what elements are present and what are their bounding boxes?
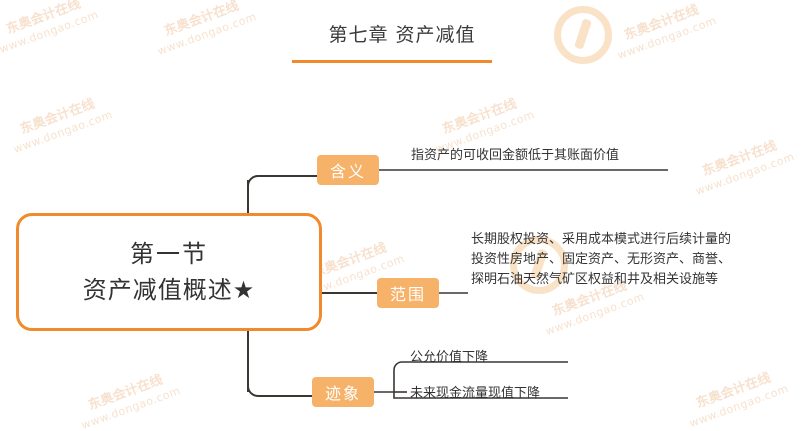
watermark-brand-cn: 东奥会计在线 bbox=[440, 96, 519, 138]
watermark-brand-cn: 东奥会计在线 bbox=[86, 372, 165, 414]
watermark-text: 东奥会计在线 www.dongao.com bbox=[74, 367, 183, 431]
watermark-text: 东奥会计在线 www.dongao.com bbox=[682, 365, 791, 431]
watermark-brand-en: www.dongao.com bbox=[11, 107, 115, 156]
branch-label-indication[interactable]: 迹象 bbox=[312, 377, 374, 407]
branch-label-meaning[interactable]: 含义 bbox=[317, 155, 379, 185]
branch-label-scope[interactable]: 范围 bbox=[377, 278, 439, 308]
page-title: 第七章 资产减值 bbox=[328, 24, 476, 46]
watermark-brand-cn: 东奥会计在线 bbox=[694, 370, 773, 412]
watermark-text: 东奥会计在线 www.dongao.com bbox=[6, 91, 115, 157]
root-node-line2: 资产减值概述★ bbox=[82, 276, 256, 304]
leaf-text-indication-2: 未来现金流量现值下降 bbox=[410, 386, 541, 401]
watermark-text: 东奥会计在线 www.dongao.com bbox=[688, 133, 797, 199]
watermark-brand-en: www.dongao.com bbox=[687, 381, 791, 430]
root-node[interactable]: 第一节 资产减值概述★ bbox=[16, 213, 322, 331]
root-node-line1: 第一节 bbox=[130, 240, 208, 268]
leaf-text-meaning: 指资产的可收回金额低于其账面价值 bbox=[411, 148, 620, 163]
watermark-brand-en: www.dongao.com bbox=[79, 383, 183, 431]
watermark-brand-en: www.dongao.com bbox=[693, 149, 797, 198]
watermark-brand-cn: 东奥会计在线 bbox=[700, 138, 779, 180]
title-underline bbox=[292, 60, 492, 63]
watermark-brand-en: www.dongao.com bbox=[543, 289, 647, 338]
watermark-brand-cn: 东奥会计在线 bbox=[18, 96, 97, 138]
leaf-text-indication-1: 公允价值下降 bbox=[410, 350, 489, 365]
leaf-text-scope: 长期股权投资、采用成本模式进行后续计量的 投资性房地产、固定资产、无形资产、商誉… bbox=[471, 232, 732, 288]
